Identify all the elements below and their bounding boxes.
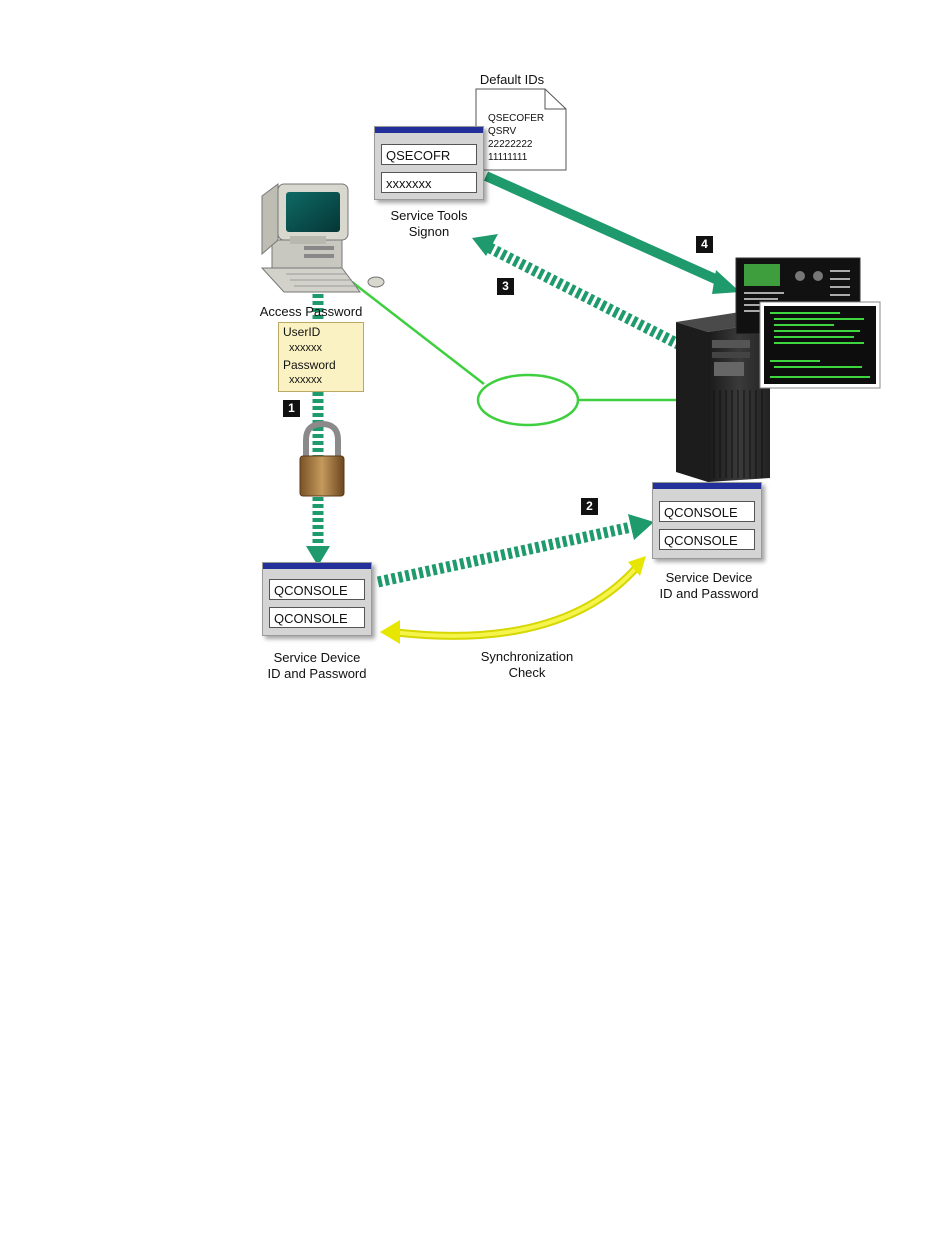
step-4-badge: 4 (696, 236, 713, 253)
default-ids-title: Default IDs (472, 72, 552, 88)
default-id-item: 22222222 (488, 138, 544, 151)
default-id-item: QSECOFER (488, 112, 544, 125)
network-ring (478, 375, 578, 425)
userid-value: xxxxxx (289, 342, 322, 354)
access-password-card: UserID xxxxxx Password xxxxxx (278, 322, 364, 392)
window-titlebar (263, 563, 371, 569)
userid-label: UserID (283, 325, 320, 339)
pc-workstation-icon (262, 184, 384, 292)
pc-network-line (352, 282, 484, 384)
server-device-caption: Service Device ID and Password (642, 570, 776, 602)
step-2-badge: 2 (581, 498, 598, 515)
server-device-password-field[interactable]: QCONSOLE (659, 529, 755, 550)
password-value: xxxxxx (289, 374, 322, 386)
server-tower-icon (676, 312, 770, 482)
default-ids-list: QSECOFER QSRV 22222222 11111111 (488, 112, 544, 164)
console-screen-front (760, 302, 880, 388)
password-label: Password (283, 358, 336, 372)
window-titlebar (653, 483, 761, 489)
server-device-id-field[interactable]: QCONSOLE (659, 501, 755, 522)
step-1-badge: 1 (283, 400, 300, 417)
window-titlebar (375, 127, 483, 133)
default-id-item: QSRV (488, 125, 544, 138)
service-tools-user-field[interactable]: QSECOFR (381, 144, 477, 165)
network-links (352, 282, 680, 425)
arrow-step-2 (378, 514, 654, 582)
client-device-password-field[interactable]: QCONSOLE (269, 607, 365, 628)
service-tools-password-field[interactable]: xxxxxxx (381, 172, 477, 193)
step-3-badge: 3 (497, 278, 514, 295)
client-device-caption: Service Device ID and Password (250, 650, 384, 682)
client-device-window: QCONSOLE QCONSOLE (262, 562, 372, 636)
service-tools-caption: Service Tools Signon (374, 208, 484, 240)
sync-check-caption: Synchronization Check (462, 649, 592, 681)
server-device-window: QCONSOLE QCONSOLE (652, 482, 762, 559)
client-device-id-field[interactable]: QCONSOLE (269, 579, 365, 600)
default-id-item: 11111111 (488, 151, 544, 164)
access-password-caption: Access Password (246, 304, 376, 320)
service-tools-signon-window: QSECOFR xxxxxxx (374, 126, 484, 200)
arrow-step-4 (486, 176, 740, 294)
